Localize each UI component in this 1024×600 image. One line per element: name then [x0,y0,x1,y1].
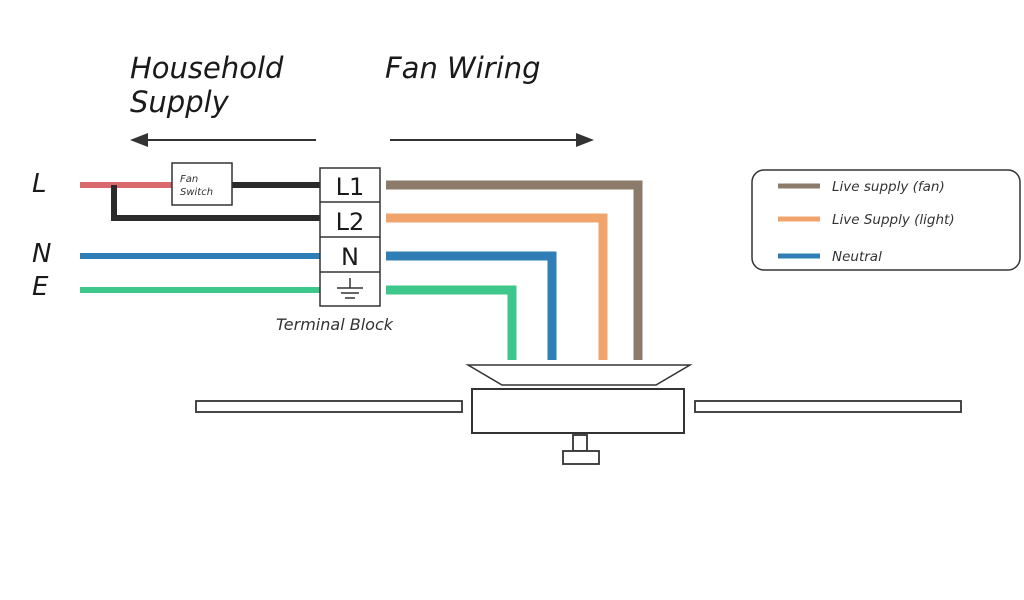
fan-blade-right [694,400,962,413]
legend-item-neutral: Neutral [778,249,882,265]
fan-switch: Fan Switch [171,162,233,206]
terminal-l2-label: L2 [336,208,365,236]
household-title-line1: Household [130,51,284,85]
legend-label-light-live: Live Supply (light) [832,212,955,228]
legend-label-fan-live: Live supply (fan) [832,179,945,195]
earth-label: E [32,272,49,302]
household-title-line2: Supply [130,85,230,119]
ceiling-fan [195,364,962,465]
legend-label-neutral: Neutral [832,249,882,265]
legend: Live supply (fan) Live Supply (light) Ne… [751,169,1021,271]
fan-neutral-wire [386,251,557,360]
earth-symbol-icon [337,278,363,299]
fan-blade-left [195,400,463,413]
fan-switch-label-line1: Fan [180,174,198,185]
arrow-right-icon [390,133,594,147]
fan-wires [386,180,643,360]
legend-item-fan-live: Live supply (fan) [778,179,945,195]
fan-light-base [562,450,600,465]
arrow-left-icon [130,133,316,147]
neutral-label: N [32,239,51,269]
terminal-block-caption: Terminal Block [276,315,394,334]
light-live-wire [386,213,608,360]
fan-motor-housing [471,388,685,434]
terminal-n-label: N [341,243,359,271]
terminal-block: L1 L2 N Terminal Block [276,167,394,334]
fan-canopy [465,364,693,386]
fan-live-wire [386,180,643,360]
terminal-l1-label: L1 [336,173,365,201]
fan-wiring-title: Fan Wiring [385,51,541,85]
legend-item-light-live: Live Supply (light) [778,212,955,228]
fan-light-stem [572,434,588,452]
household-wires [80,182,320,293]
fan-earth-wire [386,285,517,360]
fan-switch-label-line2: Switch [180,187,213,198]
live-label: L [32,169,47,199]
permanent-live-wire [111,185,320,221]
